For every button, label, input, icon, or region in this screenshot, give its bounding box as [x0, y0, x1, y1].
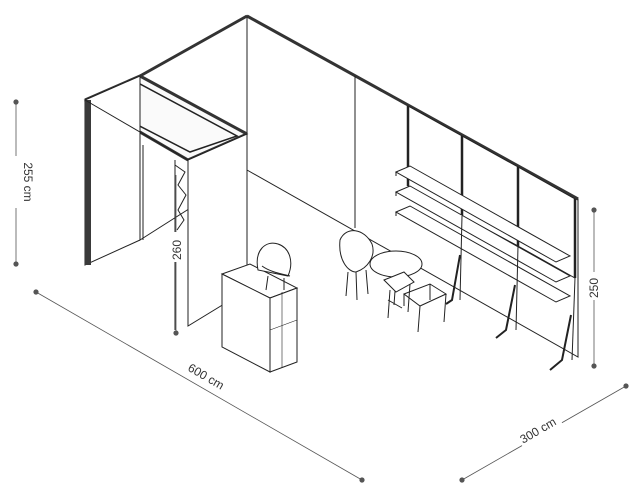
- chair-table-right: [383, 271, 415, 319]
- dimension-labels: 255 cm 260 250 600 cm 300 cm: [14, 156, 602, 449]
- shelving-unit: [394, 105, 577, 371]
- shelf-height-label: 250: [587, 278, 601, 298]
- storage-height-label: 260: [170, 240, 184, 260]
- counter-desk: [220, 263, 299, 373]
- chair-table-front: [402, 283, 448, 333]
- chair-table-left: [339, 230, 374, 301]
- side-height-label: 255 cm: [21, 162, 35, 201]
- chair-counter: [256, 242, 292, 291]
